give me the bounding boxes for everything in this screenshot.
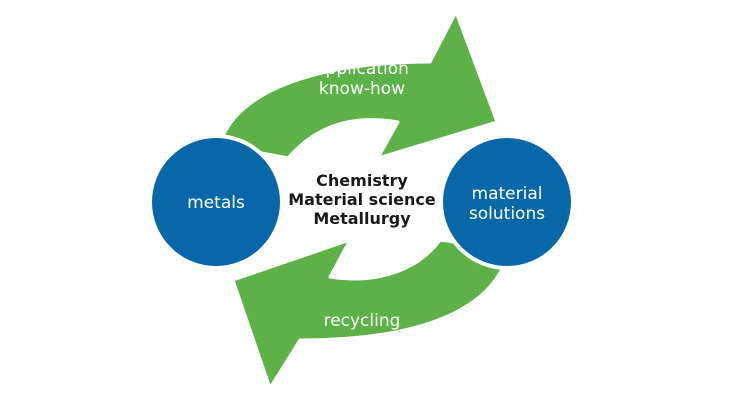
application-know-how-label-line1: application xyxy=(315,59,409,79)
center-label-metallurgy: Metallurgy xyxy=(313,209,411,228)
application-know-how-label-line2: know-how xyxy=(319,79,405,99)
recycling-label: recycling xyxy=(324,311,401,331)
metals-node xyxy=(148,134,284,270)
center-label-material-science: Material science xyxy=(288,190,436,209)
bottom-cycle-arrow xyxy=(231,238,511,390)
material-solutions-label-line1: material xyxy=(472,184,543,204)
top-cycle-arrow xyxy=(218,10,499,160)
material-solutions-node xyxy=(439,134,575,270)
material-solutions-label-line2: solutions xyxy=(469,204,545,224)
metals-label: metals xyxy=(187,193,245,213)
center-label-chemistry: Chemistry xyxy=(316,171,408,190)
